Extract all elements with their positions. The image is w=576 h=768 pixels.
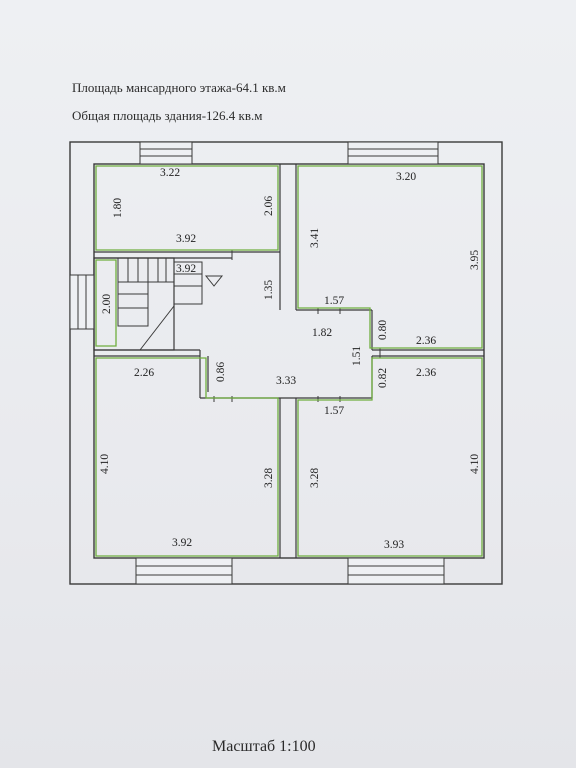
dim-hall-f: 0.86 — [215, 362, 227, 382]
dim-stair-left: 2.00 — [101, 294, 113, 314]
dim-stair-top: 3.92 — [176, 263, 196, 275]
dim-room2-top: 3.20 — [396, 171, 416, 183]
dim-room3-right: 4.10 — [469, 454, 481, 474]
window-bottom-left — [135, 557, 233, 585]
window-top-right — [347, 141, 439, 165]
room-3-outline — [297, 357, 483, 557]
dim-room1-top: 3.22 — [160, 167, 180, 179]
room-1-outline — [95, 165, 279, 251]
attic-floor-area-text: Площадь мансардного этажа-64.1 кв.м — [72, 80, 286, 95]
dim-hall-h: 0.82 — [377, 368, 389, 388]
dim-room4-left: 4.10 — [99, 454, 111, 474]
dim-hall-c: 1.82 — [312, 327, 332, 339]
dim-room3-bottom: 3.93 — [384, 539, 404, 551]
dim-room3-top-right: 2.36 — [416, 367, 436, 379]
inner-wall-outline — [93, 163, 485, 559]
room-outlines — [95, 165, 483, 557]
dim-room1-right: 2.06 — [263, 196, 275, 216]
outer-wall-outline — [69, 141, 503, 585]
interior-walls — [93, 164, 484, 558]
window-top-left — [139, 141, 193, 165]
room-2-outline — [297, 165, 483, 349]
dim-hall-d: 0.80 — [377, 320, 389, 340]
dim-room1-bottom: 3.92 — [176, 233, 196, 245]
windows — [69, 141, 445, 585]
dim-hall-a: 1.35 — [263, 280, 275, 300]
dim-hall-g: 3.33 — [276, 375, 296, 387]
dim-room2-left: 3.41 — [309, 228, 321, 248]
door-marks — [213, 250, 381, 402]
dim-room2-right: 3.95 — [469, 250, 481, 270]
dim-room4-bottom: 3.92 — [172, 537, 192, 549]
window-bottom-right — [347, 557, 445, 585]
outer-walls — [69, 141, 503, 585]
dimension-labels: 3.22 1.80 2.06 3.92 3.20 3.41 3.95 3.92 … — [99, 167, 481, 551]
dim-hall-i: 1.57 — [324, 405, 344, 417]
window-left — [69, 274, 95, 330]
dim-room3-left: 3.28 — [309, 468, 321, 488]
stair-well-outline — [95, 259, 117, 347]
room-4-outline — [95, 357, 279, 557]
dim-hall-b: 1.57 — [324, 295, 344, 307]
scale-text: Масштаб 1:100 — [212, 738, 316, 755]
dim-hall-e: 1.51 — [351, 346, 363, 366]
dim-room2-bottom: 2.36 — [416, 335, 436, 347]
stair-direction-arrow-icon — [204, 275, 224, 287]
staircase — [117, 257, 224, 351]
dim-room1-left: 1.80 — [112, 198, 124, 218]
dim-room4-top: 2.26 — [134, 367, 154, 379]
dim-room4-right: 3.28 — [263, 468, 275, 488]
total-building-area-text: Общая площадь здания-126.4 кв.м — [72, 108, 263, 123]
